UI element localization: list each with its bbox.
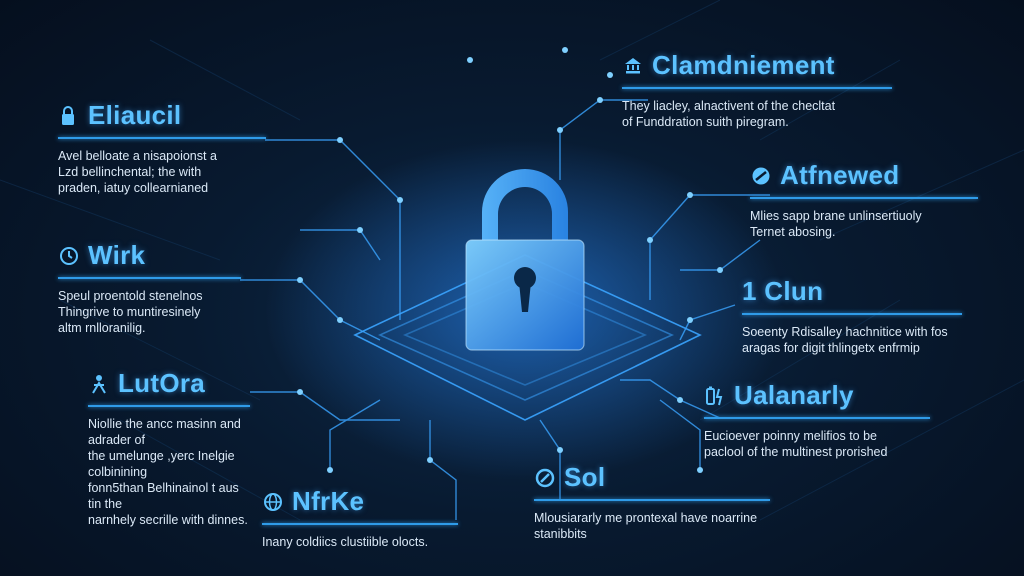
circuit-node (687, 317, 693, 323)
circuit-node (337, 137, 343, 143)
callout-nfrke: NfrKe Inany coldiics clustiible olocts. (262, 486, 458, 550)
callout-description: Mlies sapp brane unlinsertiuoly Ternet a… (750, 209, 922, 239)
circuit-node (297, 389, 303, 395)
circuit-node (687, 192, 693, 198)
battery-icon (704, 385, 726, 407)
circuit-node (597, 97, 603, 103)
circuit-node (562, 47, 568, 53)
callout-clamdniement: Clamdniement They liacley, alnactivent o… (622, 50, 892, 130)
callout-description: Mlousiararly me prontexal have noarrine … (534, 511, 758, 541)
divider (622, 87, 892, 89)
circuit-node (647, 237, 653, 243)
target-icon (534, 467, 556, 489)
shield-icon (750, 165, 772, 187)
callout-title: Clamdniement (652, 50, 835, 80)
callout-title: LutOra (118, 368, 206, 398)
bank-icon (622, 55, 644, 77)
padlock-icon (465, 169, 585, 351)
divider (58, 277, 241, 279)
circuit-node (297, 277, 303, 283)
callout-title: Sol (564, 462, 606, 492)
circuit-node (337, 317, 343, 323)
divider (88, 405, 250, 407)
globe-icon (262, 491, 284, 513)
circuit-node (327, 467, 333, 473)
person-icon (88, 373, 110, 395)
circuit-node (467, 57, 473, 63)
divider (58, 137, 266, 139)
callout-title: Eliaucil (88, 100, 182, 130)
circuit-node (427, 457, 433, 463)
circuit-node (557, 127, 563, 133)
callout-title: Wirk (88, 240, 146, 270)
clock-icon (58, 245, 80, 267)
callout-description: They liacley, alnactivent of the checlta… (622, 99, 836, 129)
circuit-node (397, 197, 403, 203)
callout-title: 1 Clun (742, 276, 824, 306)
callout-lutora: LutOra Niollie the ancc masinn and adrad… (88, 368, 250, 528)
divider (742, 313, 962, 315)
divider (262, 523, 458, 525)
callout-description: Avel belloate a nisapoionst a Lzd bellin… (58, 149, 217, 195)
callout-description: Soeenty Rdisalley hachnitice with fos ar… (742, 325, 948, 355)
circuit-node (607, 72, 613, 78)
callout-title: Atfnewed (780, 160, 900, 190)
callout-description: Eucioever poinny melifios to be paclool … (704, 429, 888, 459)
circuit-node (717, 267, 723, 273)
callout-ualanarly: Ualanarly Eucioever poinny melifios to b… (704, 380, 930, 460)
divider (750, 197, 978, 199)
callout-description: Speul proentold stenelnos Thingrive to m… (58, 289, 203, 335)
callout-eliaucil: Eliaucil Avel belloate a nisapoionst a L… (58, 100, 266, 196)
divider (704, 417, 930, 419)
lock-icon (58, 105, 80, 127)
callout-wirk: Wirk Speul proentold stenelnos Thingrive… (58, 240, 241, 336)
callout-1-clun: 1 Clun Soeenty Rdisalley hachnitice with… (742, 276, 962, 356)
callout-title: NfrKe (292, 486, 365, 516)
callout-description: Inany coldiics clustiible olocts. (262, 535, 429, 549)
divider (534, 499, 770, 501)
circuit-node (677, 397, 683, 403)
callout-atfnewed: Atfnewed Mlies sapp brane unlinsertiuoly… (750, 160, 978, 240)
callout-sol: Sol Mlousiararly me prontexal have noarr… (534, 462, 770, 542)
circuit-node (357, 227, 363, 233)
callout-title: Ualanarly (734, 380, 854, 410)
circuit-node (697, 467, 703, 473)
circuit-node (557, 447, 563, 453)
callout-description: Niollie the ancc masinn and adrader of t… (88, 417, 248, 527)
